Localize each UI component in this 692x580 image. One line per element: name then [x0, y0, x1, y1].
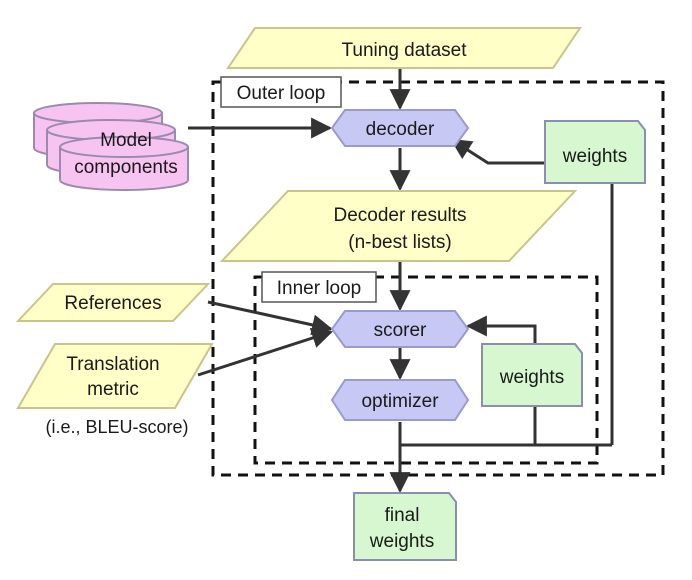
metric-note: (i.e., BLEU-score)	[45, 417, 188, 437]
translation-metric-label-2: metric	[87, 379, 139, 400]
outer-loop-label: Outer loop	[237, 83, 326, 104]
optimizer-shape	[330, 379, 470, 421]
model-components-label-1: Model	[100, 130, 152, 151]
scorer-shape	[330, 310, 470, 348]
arrow-metric-to-scorer	[197, 327, 333, 377]
weights-outer-label: weights	[562, 146, 627, 167]
tuning-dataset-shape	[226, 27, 582, 69]
arrow-inner-weights-to-scorer	[465, 315, 537, 348]
final-weights-label-2: weights	[369, 531, 434, 552]
tuning-dataset-label: Tuning dataset	[342, 40, 468, 61]
arrow-weights-to-decoder	[450, 138, 545, 165]
translation-metric-label-1: Translation	[66, 354, 159, 375]
optimizer-label: optimizer	[361, 391, 439, 412]
decoder-results-label-1: Decoder results	[333, 205, 466, 226]
outer-loop-label-box	[220, 76, 342, 108]
final-weights-shape	[353, 492, 457, 561]
outer-loop-frame	[211, 80, 665, 477]
references-label: References	[64, 293, 161, 314]
decoder-results-shape	[219, 190, 578, 262]
model-components-db	[33, 102, 189, 191]
weights-outer-shape	[544, 120, 646, 184]
inner-loop-label: Inner loop	[277, 278, 362, 299]
model-components-label-2: components	[74, 157, 178, 178]
scorer-label: scorer	[374, 320, 427, 341]
decoder-results-label-2: (n-best lists)	[348, 232, 451, 253]
weights-inner-label: weights	[499, 367, 564, 388]
final-weights-label-1: final	[385, 505, 420, 526]
decoder-label: decoder	[366, 119, 435, 140]
decoder-shape	[330, 109, 470, 147]
weights-inner-shape	[481, 343, 583, 407]
references-shape	[15, 283, 211, 322]
arrow-references-to-scorer	[207, 300, 334, 336]
connectors	[188, 68, 614, 494]
inner-loop-label-box	[261, 271, 377, 303]
translation-metric-shape	[16, 343, 214, 409]
inner-loop-frame	[253, 275, 599, 465]
